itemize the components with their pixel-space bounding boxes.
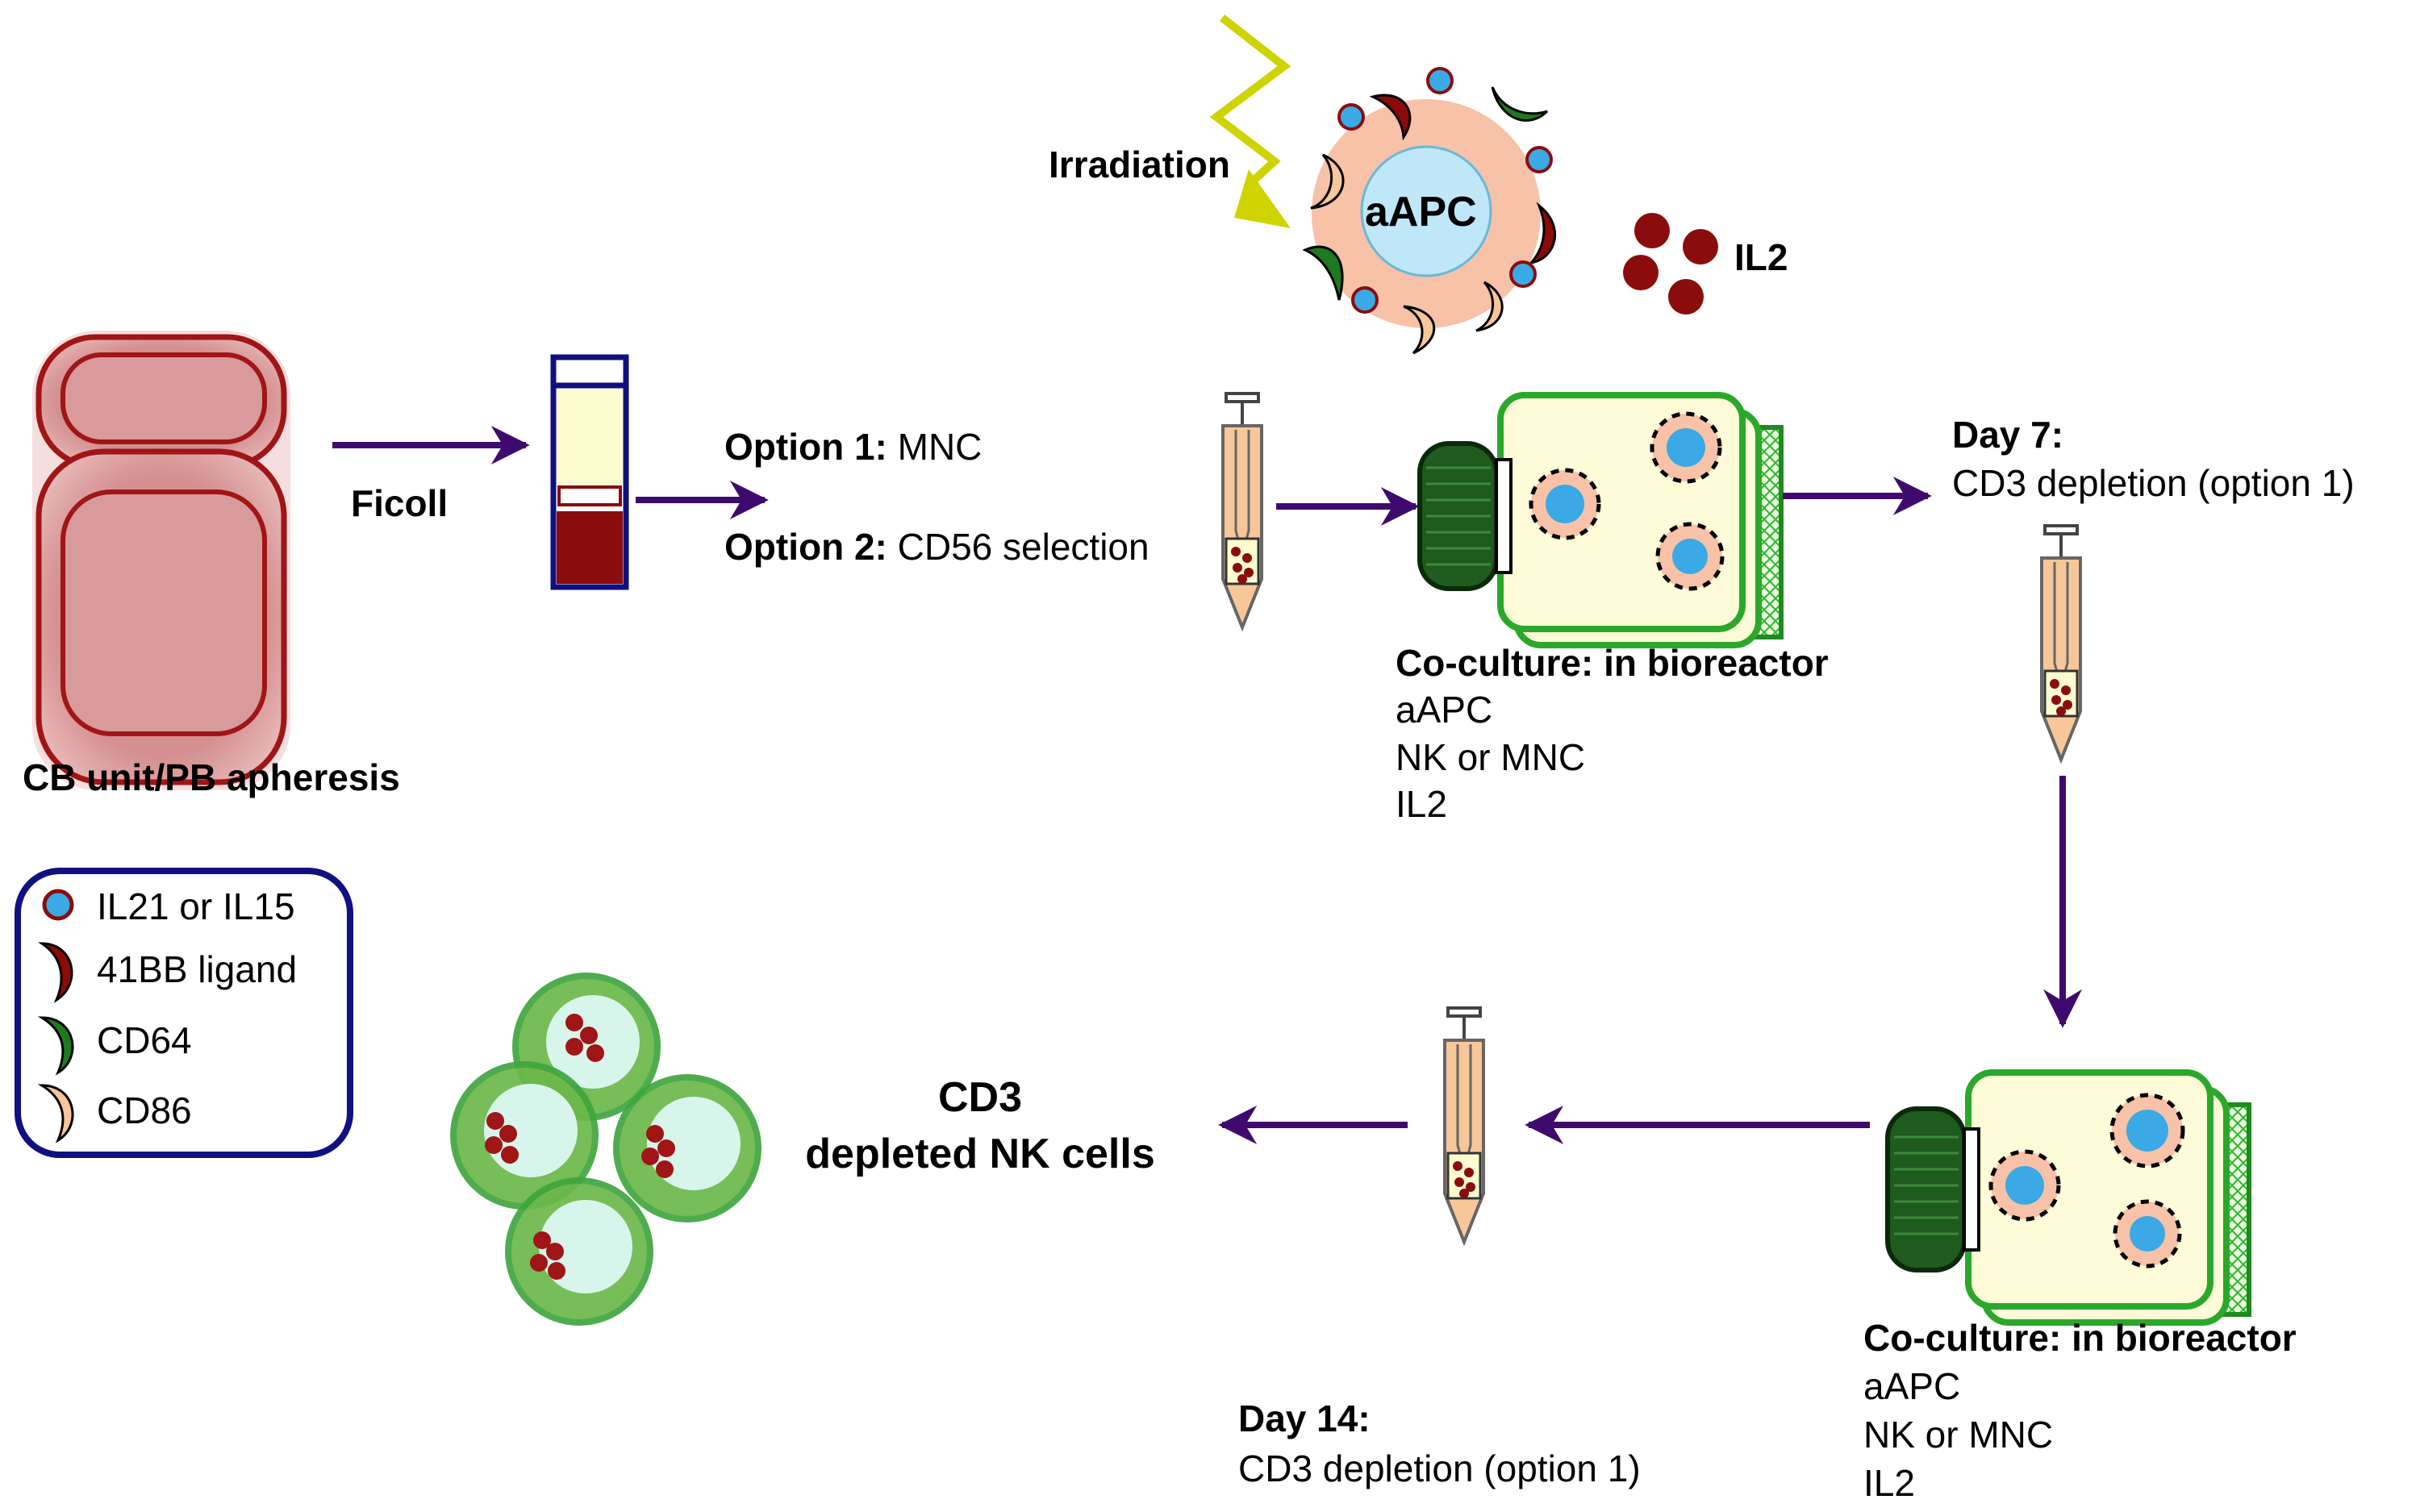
coculture1-title: Co-culture: in bioreactor [1396,642,1829,684]
nk-cells-cluster [450,973,761,1326]
option1-text: Option 1: MNC [724,426,982,468]
legend-item-cd86: CD86 [97,1089,192,1131]
legend-item-cd64: CD64 [97,1019,192,1061]
coculture2-line-il2: IL2 [1863,1462,1915,1504]
il2-dots-icon [1623,213,1718,314]
option2-text: Option 2: CD56 selection [724,526,1150,568]
coculture1-line-il2: IL2 [1396,783,1447,825]
ficoll-label: Ficoll [351,482,448,524]
bioreactor-icon-2 [1885,1069,2251,1326]
blue-dot-icon [42,889,74,921]
syringe-icon-1 [1221,392,1263,632]
cb-unit-label: CB unit/PB apheresis [23,756,400,798]
ficoll-tube-icon [550,354,629,590]
legend-item-il21: IL21 or IL15 [97,885,295,927]
coculture1-line-nk: NK or MNC [1396,736,1585,778]
nk-cell-icon [505,1177,653,1326]
nk-cell-icon [613,1074,761,1223]
legend: IL21 or IL15 41BB ligand CD64 CD86 [15,868,353,1158]
lightning-icon [1209,15,1291,228]
result-title-line1: CD3 [938,1074,1022,1121]
day14-text: CD3 depletion (option 1) [1238,1447,1641,1489]
green-crescent-icon [37,1016,74,1076]
peach-crescent-icon [37,1084,74,1143]
irradiation-label: Irradiation [1049,144,1230,185]
blood-bag-icon [32,331,290,790]
day7-title: Day 7: [1952,414,2063,456]
bioreactor-icon-1 [1417,392,1784,648]
day14-title: Day 14: [1238,1397,1371,1439]
syringe-icon-3 [1443,1006,1485,1247]
coculture2-title: Co-culture: in bioreactor [1863,1317,2297,1359]
coculture1-line-aapc: aAPC [1396,689,1492,731]
day7-text: CD3 depletion (option 1) [1952,462,2355,504]
aapc-cell [1302,67,1556,355]
syringe-icon-2 [2040,524,2082,764]
coculture2-line-nk: NK or MNC [1863,1414,2053,1456]
aapc-label: aAPC [1365,189,1477,235]
result-title-line2: depleted NK cells [805,1131,1154,1177]
il2-label: IL2 [1734,236,1788,278]
legend-item-41bb: 41BB ligand [97,948,297,990]
dark-red-crescent-icon [38,942,73,1003]
coculture2-line-aapc: aAPC [1863,1365,1960,1407]
